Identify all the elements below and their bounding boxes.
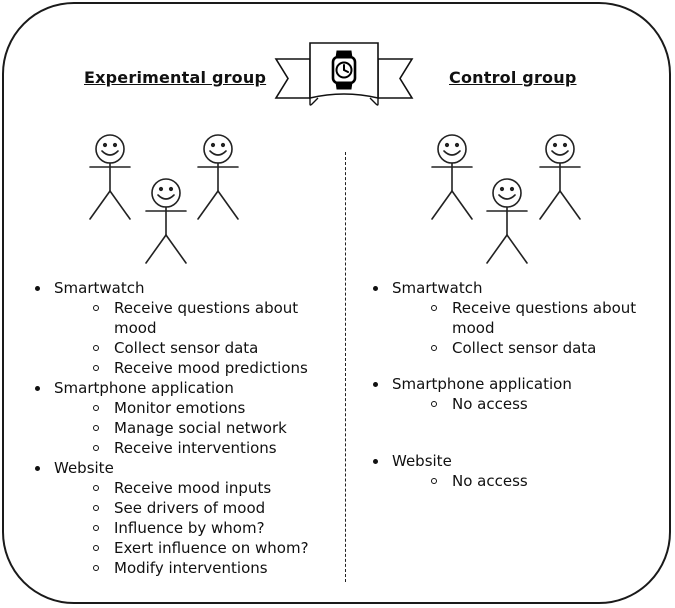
list-item-label: Smartwatch [392,279,483,297]
stick-figure-icon [486,178,528,264]
sub-list-item: Monitor emotions [93,398,330,418]
group-divider [345,152,346,582]
list-item-label: Smartwatch [54,279,145,297]
list-item-label: Website [54,459,114,477]
sub-list-item: Receive questions about mood [431,298,658,338]
sub-list-item: Modify interventions [93,558,330,578]
sub-list-item: Collect sensor data [431,338,658,358]
stick-figure-icon [89,134,131,220]
sub-list-item: Receive questions about mood [93,298,330,338]
list-item-label: Smartphone application [54,379,234,397]
list-item: Smartphone application No access [368,374,658,414]
sub-list-item: Manage social network [93,418,330,438]
list-item: Website No access [368,451,658,491]
list-item: Smartphone application Monitor emotions … [30,378,330,458]
stick-figure-icon [197,134,239,220]
list-item: Smartwatch Receive questions about mood … [368,278,658,358]
experimental-feature-list: Smartwatch Receive questions about mood … [30,278,330,578]
stick-figure-icon [431,134,473,220]
smartwatch-icon [331,50,357,90]
sub-list-item: Collect sensor data [93,338,330,358]
list-item-label: Website [392,452,452,470]
stick-figure-icon [539,134,581,220]
sub-list-item: Exert influence on whom? [93,538,330,558]
stick-figure-icon [145,178,187,264]
sub-list-item: Receive interventions [93,438,330,458]
sub-list-item: Receive mood inputs [93,478,330,498]
banner-ribbon [274,42,414,106]
control-group-heading: Control group [449,68,577,87]
list-item: Smartwatch Receive questions about mood … [30,278,330,378]
sub-list-item: See drivers of mood [93,498,330,518]
experimental-group-heading: Experimental group [84,68,267,87]
sub-list-item: Receive mood predictions [93,358,330,378]
sub-list-item: No access [431,471,658,491]
control-feature-list: Smartwatch Receive questions about mood … [368,278,658,491]
list-item-label: Smartphone application [392,375,572,393]
list-item: Website Receive mood inputs See drivers … [30,458,330,578]
sub-list-item: No access [431,394,658,414]
sub-list-item: Influence by whom? [93,518,330,538]
